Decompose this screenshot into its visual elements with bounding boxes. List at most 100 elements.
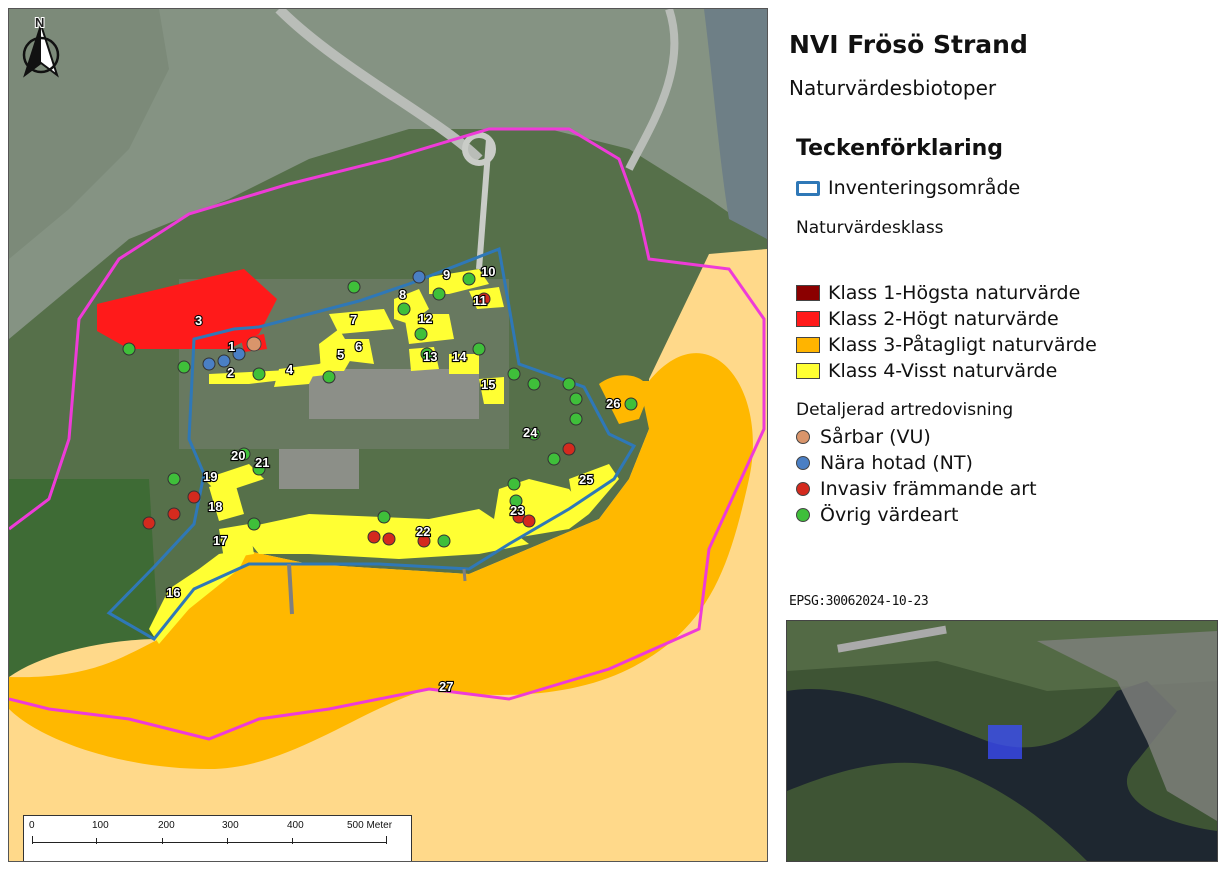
invasive-point[interactable] [417, 534, 431, 548]
invasive-point[interactable] [382, 532, 396, 546]
invasive-point[interactable] [187, 490, 201, 504]
green-point[interactable] [472, 342, 486, 356]
green-point[interactable] [322, 370, 336, 384]
area-6-class4[interactable] [344, 339, 374, 364]
green-point[interactable] [569, 412, 583, 426]
green-point[interactable] [527, 377, 541, 391]
green-point[interactable] [177, 360, 191, 374]
green-point[interactable] [462, 272, 476, 286]
area-label-17: 17 [213, 533, 227, 548]
area-23-class4[interactable] [494, 479, 589, 539]
nt-point[interactable] [217, 354, 231, 368]
green-point[interactable] [414, 327, 428, 341]
green-point[interactable] [252, 462, 266, 476]
legend-label: Klass 1-Högsta naturvärde [828, 282, 1081, 304]
class-swatch [796, 311, 820, 327]
area-16-class4[interactable] [149, 549, 249, 644]
green-point[interactable] [507, 367, 521, 381]
invasive-point[interactable] [562, 442, 576, 456]
scale-tick: 200 [158, 820, 175, 831]
species-dot [796, 430, 810, 444]
invasive-point[interactable] [142, 516, 156, 530]
area-label-20: 20 [231, 448, 245, 463]
inventory-area-outline[interactable] [106, 246, 637, 641]
legend-class-4: Klass 4-Visst naturvärde [796, 360, 1057, 382]
legend-inventory-area: Inventeringsområde [796, 177, 1020, 199]
green-point[interactable] [237, 447, 251, 461]
roundabout [462, 132, 496, 166]
nt-point[interactable] [202, 357, 216, 371]
area-label-27: 27 [439, 679, 453, 694]
area-label-16: 16 [166, 585, 180, 600]
city-area [1037, 631, 1217, 821]
area-2-class4[interactable] [209, 359, 334, 384]
area-15-class4[interactable] [479, 377, 504, 404]
area-17-class4[interactable] [219, 524, 254, 559]
green-point[interactable] [509, 494, 523, 508]
green-point[interactable] [420, 347, 434, 361]
green-point[interactable] [397, 302, 411, 316]
vu-point[interactable] [246, 336, 262, 352]
area-27-class3[interactable] [9, 353, 753, 769]
area-26-class3[interactable] [599, 375, 649, 424]
area-label-11: 11 [473, 293, 487, 308]
nt-point[interactable] [412, 270, 426, 284]
green-point[interactable] [562, 377, 576, 391]
scale-tick: 100 [92, 820, 109, 831]
area-label-21: 21 [255, 455, 269, 470]
area-7-class4[interactable] [329, 309, 394, 334]
green-point[interactable] [507, 477, 521, 491]
species-dot [796, 456, 810, 470]
green-point[interactable] [527, 427, 541, 441]
overview-map[interactable] [786, 620, 1218, 862]
species-dot [796, 508, 810, 522]
green-point[interactable] [432, 287, 446, 301]
green-point[interactable] [624, 397, 638, 411]
green-point[interactable] [377, 510, 391, 524]
scale-tick: 500 Meter [347, 820, 393, 831]
road [625, 9, 679, 171]
green-point[interactable] [347, 280, 361, 294]
green-point[interactable] [252, 367, 266, 381]
map-subtitle: Naturvärdesbiotoper [789, 76, 997, 100]
lake-north [704, 9, 767, 239]
legend-label: Invasiv främmande art [820, 478, 1037, 500]
location-marker [988, 725, 1022, 759]
faded-urban-area [9, 9, 767, 339]
pier [287, 563, 294, 615]
invasive-point[interactable] [522, 514, 536, 528]
area-label-8: 8 [399, 287, 406, 302]
area-label-1: 1 [228, 339, 235, 354]
area-label-2: 2 [227, 365, 234, 380]
area-19-class4[interactable] [204, 464, 264, 494]
green-point[interactable] [547, 452, 561, 466]
species-heading: Detaljerad artredovisning [796, 400, 1014, 420]
north-label: N [35, 15, 44, 30]
green-point[interactable] [437, 534, 451, 548]
invasive-point[interactable] [477, 292, 491, 306]
class-swatch [796, 337, 820, 353]
green-point[interactable] [122, 342, 136, 356]
green-point[interactable] [247, 517, 261, 531]
area-14-class4[interactable] [449, 354, 479, 374]
scale-tick: 0 [29, 820, 35, 831]
legend-label: Nära hotad (NT) [820, 452, 973, 474]
overview-canvas [787, 621, 1217, 861]
area-22-class4[interactable] [239, 509, 529, 559]
nt-point[interactable] [232, 347, 246, 361]
green-point[interactable] [167, 472, 181, 486]
class-swatch [796, 363, 820, 379]
legend-species-nt: Nära hotad (NT) [796, 452, 973, 474]
legend-species-other: Övrig värdeart [796, 504, 958, 526]
invasive-point[interactable] [167, 507, 181, 521]
area-label-13: 13 [423, 349, 437, 364]
map-title: NVI Frösö Strand [789, 30, 1028, 59]
building-block [279, 449, 359, 489]
legend-species-invasive: Invasiv främmande art [796, 478, 1037, 500]
area-4-class4[interactable] [274, 364, 319, 387]
invasive-point[interactable] [367, 530, 381, 544]
green-point[interactable] [569, 392, 583, 406]
